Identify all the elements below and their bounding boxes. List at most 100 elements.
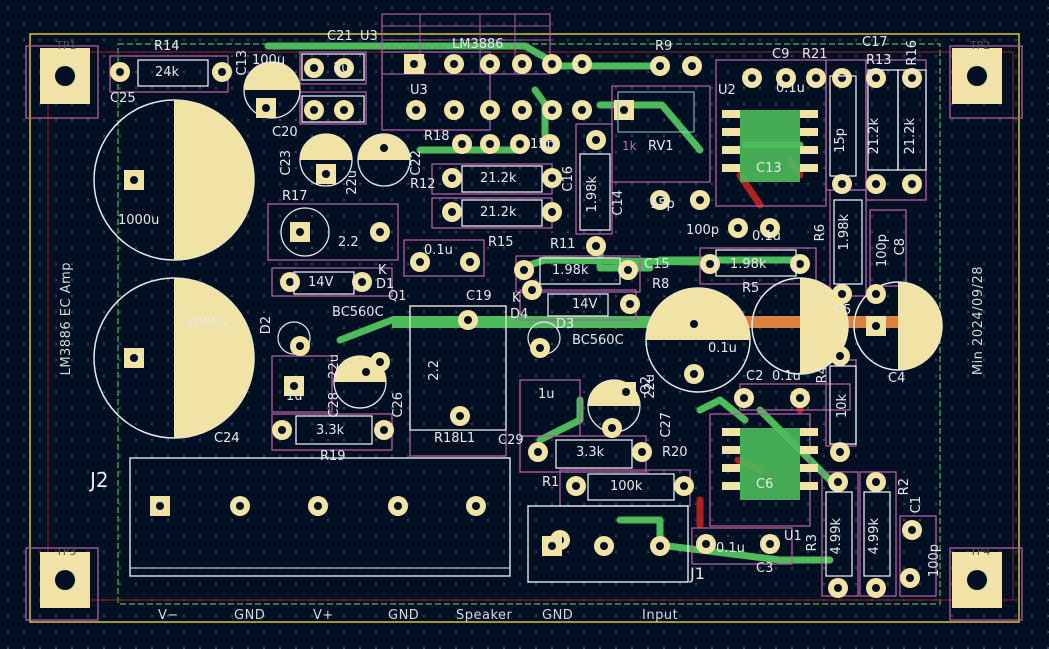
r12-value: 21.2k bbox=[480, 171, 517, 186]
pad-hole bbox=[380, 426, 388, 434]
c8b-value: 0.1u bbox=[708, 341, 737, 356]
pad-hole bbox=[548, 208, 556, 216]
pad-hole bbox=[838, 180, 846, 188]
pad-hole bbox=[236, 502, 244, 510]
board-date: Min 2024/09/28 bbox=[971, 266, 986, 376]
pad-hole bbox=[872, 584, 880, 592]
c17-value: 15p bbox=[833, 128, 848, 153]
board-edge bbox=[29, 33, 1020, 623]
soic-packages bbox=[740, 110, 800, 500]
pad-hole bbox=[448, 174, 456, 182]
q2-value: BC560C bbox=[572, 333, 624, 348]
pad-hole bbox=[548, 174, 556, 182]
pad-hole bbox=[410, 60, 418, 68]
r17-value: 2.2 bbox=[338, 235, 359, 250]
c27-ref: C27 bbox=[659, 412, 674, 438]
q1-value: BC560C bbox=[332, 305, 384, 320]
pad-hole bbox=[836, 448, 844, 456]
c13-ref: C13 bbox=[756, 161, 782, 176]
c29-value: 1u bbox=[538, 387, 555, 402]
pad-hole bbox=[578, 60, 586, 68]
c28-small-value: 1u bbox=[286, 389, 303, 404]
pad-hole bbox=[608, 424, 616, 432]
pad-hole bbox=[690, 370, 698, 378]
pin-label-vminus: V− bbox=[158, 608, 179, 623]
pad-hole bbox=[656, 62, 664, 70]
d1-k: K bbox=[378, 263, 387, 278]
c9-ref: C9 bbox=[772, 47, 790, 62]
r6-value: 1.98k bbox=[837, 214, 852, 251]
pad-hole bbox=[130, 354, 138, 362]
pad-hole bbox=[296, 228, 304, 236]
pad-hole bbox=[592, 136, 600, 144]
pin-label-gnd2: GND bbox=[388, 608, 420, 623]
pad-hole bbox=[872, 478, 880, 486]
c19-ref: C19 bbox=[466, 289, 492, 304]
tp2-ref: TP2 bbox=[970, 39, 991, 52]
r6-ref: R6 bbox=[813, 224, 828, 242]
pad-hole bbox=[656, 542, 664, 550]
r12-ref: R12 bbox=[410, 177, 436, 192]
tp1-ref: TP1 bbox=[56, 39, 77, 52]
c8-value: 100p bbox=[875, 234, 890, 268]
pad-hole bbox=[624, 266, 632, 274]
u1-ref: U1 bbox=[784, 529, 802, 544]
c14-value: 15p bbox=[650, 197, 675, 212]
pad-hole bbox=[394, 502, 402, 510]
pad-hole bbox=[626, 300, 634, 308]
c15-value: 100p bbox=[686, 223, 720, 238]
pin-label-gnd1: GND bbox=[234, 608, 266, 623]
tp4-ref: TP4 bbox=[970, 545, 991, 558]
j2-body bbox=[129, 457, 511, 577]
pad-hole bbox=[548, 60, 556, 68]
r21-ref: R21 bbox=[802, 47, 828, 62]
pad-hole bbox=[908, 180, 916, 188]
pad-hole bbox=[472, 502, 480, 510]
r3-ref: R3 bbox=[805, 534, 820, 552]
pad-hole bbox=[376, 228, 384, 236]
r17-ref: R17 bbox=[282, 189, 308, 204]
pad-hole bbox=[872, 180, 880, 188]
r9-ref: R9 bbox=[655, 39, 673, 54]
pad-hole bbox=[782, 74, 790, 82]
r11-ref: R11 bbox=[550, 237, 576, 252]
c21-ref: C21 bbox=[327, 29, 353, 44]
u3-ref2: U3 bbox=[410, 83, 428, 98]
rv1-value: 1k bbox=[622, 139, 637, 153]
pad-hole bbox=[578, 106, 586, 114]
c16-ref: C16 bbox=[561, 166, 576, 192]
c24-ref: C24 bbox=[214, 431, 240, 446]
pad-hole bbox=[486, 106, 494, 114]
c23-ref: C23 bbox=[279, 150, 294, 176]
r15-value: 21.2k bbox=[480, 205, 517, 220]
pad-hole bbox=[872, 322, 880, 330]
pad-hole bbox=[450, 106, 458, 114]
r19-value: 3.3k bbox=[316, 423, 345, 438]
pad-hole bbox=[358, 278, 366, 286]
d1-value: 14V bbox=[308, 275, 334, 290]
c15-ref: C15 bbox=[644, 257, 670, 272]
c13-top-ref: C13 bbox=[235, 50, 250, 76]
pad-hole bbox=[310, 64, 318, 72]
r2-value: 4.99k bbox=[867, 518, 882, 555]
c19-value: 0.1u bbox=[424, 243, 453, 258]
pad-hole bbox=[680, 482, 688, 490]
through-hole-pads bbox=[110, 54, 922, 598]
pad-hole bbox=[314, 502, 322, 510]
tp3-ref: TP3 bbox=[56, 545, 77, 558]
pad-hole bbox=[908, 526, 916, 534]
r5-value: 1.98k bbox=[730, 257, 767, 272]
pad-hole bbox=[536, 344, 544, 352]
c29-ref: C29 bbox=[498, 433, 524, 448]
c1-value: 100p bbox=[927, 544, 942, 578]
pad-hole bbox=[906, 574, 914, 582]
r15-ref: R15 bbox=[488, 235, 514, 250]
pad-hole bbox=[592, 242, 600, 250]
r19-ref: R19 bbox=[320, 449, 346, 464]
pad-hole bbox=[376, 358, 384, 366]
u3-value: LM3886 bbox=[452, 37, 504, 52]
pin-label-gnd3: GND bbox=[542, 608, 574, 623]
pad-hole bbox=[706, 260, 714, 268]
pad-hole bbox=[262, 104, 270, 112]
c26-ref: C26 bbox=[391, 392, 406, 418]
